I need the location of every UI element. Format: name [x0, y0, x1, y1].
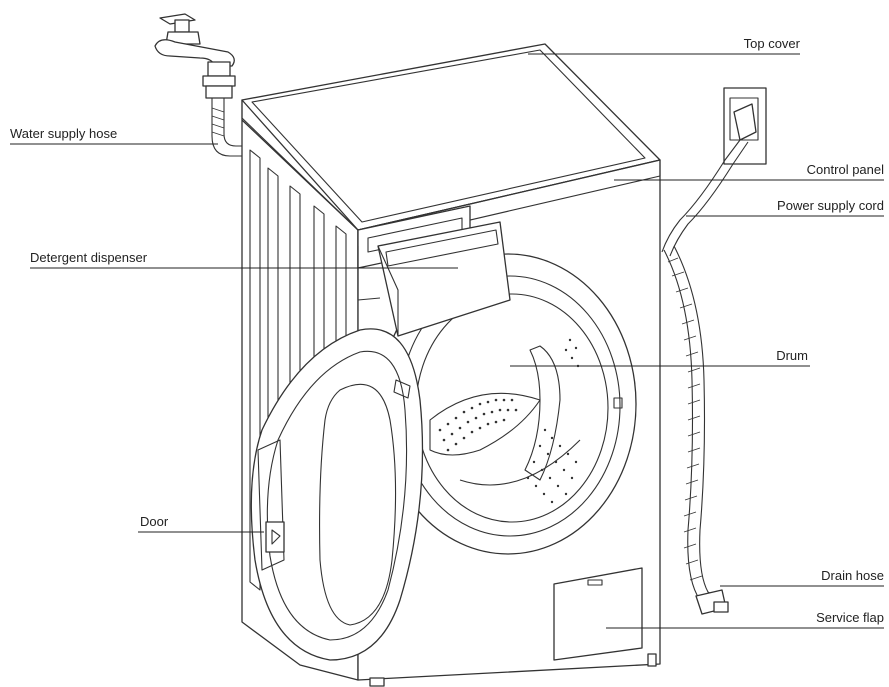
detergent-dispenser	[357, 205, 511, 337]
water-tap	[154, 13, 236, 99]
label-detergent-dispenser: Detergent dispenser	[30, 250, 148, 265]
label-drum: Drum	[776, 348, 808, 363]
label-control-panel: Control panel	[807, 162, 884, 177]
leader-lines	[10, 53, 884, 629]
service-flap	[553, 567, 643, 661]
washing-machine-illustration	[154, 13, 767, 687]
label-drain-hose: Drain hose	[821, 568, 884, 583]
label-door: Door	[140, 514, 169, 529]
drain-hose	[663, 245, 729, 615]
foot-right	[647, 653, 657, 667]
power-supply-cord	[661, 139, 741, 253]
label-top-cover: Top cover	[744, 36, 801, 51]
label-power-supply-cord: Power supply cord	[777, 198, 884, 213]
label-service-flap: Service flap	[816, 610, 884, 625]
labels: Water supply hose Detergent dispenser Do…	[10, 36, 884, 625]
door	[250, 328, 424, 661]
label-water-supply-hose: Water supply hose	[10, 126, 117, 141]
water-supply-hose	[211, 98, 248, 157]
power-supply-cord-edge	[669, 141, 749, 257]
drum-perforations	[438, 338, 580, 504]
foot-left	[369, 677, 385, 687]
